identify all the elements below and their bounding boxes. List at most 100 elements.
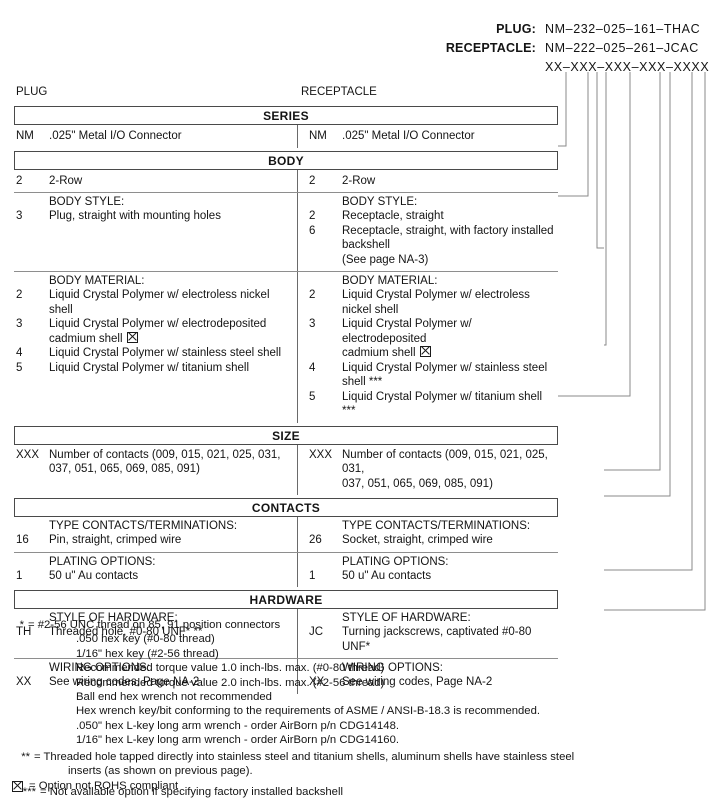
section-bar-contacts: CONTACTS	[14, 498, 558, 517]
block-hardware-style: STYLE OF HARDWARE: TH Threaded hole, #0-…	[14, 609, 558, 658]
option-desc: Plug, straight with mounting holes	[49, 210, 221, 222]
option-desc: Liquid Crystal Polymer w/ titanium shell…	[342, 390, 543, 418]
wiring-plug-cell: WIRING OPTIONS: XX See wiring codes, Pag…	[14, 659, 297, 694]
option-row: XXX Number of contacts (009, 015, 021, 0…	[16, 448, 293, 477]
option-code: 1	[16, 569, 23, 582]
option-row: 3 Plug, straight with mounting holes	[16, 209, 293, 224]
body-row-plug-cell: 2 2-Row	[14, 170, 297, 193]
block-body-row: 2 2-Row 2 2-Row	[14, 169, 558, 193]
option-desc: Liquid Crystal Polymer w/ stainless stee…	[49, 347, 282, 359]
rohs-noncompliant-icon	[12, 780, 23, 792]
option-row: 4 Liquid Crystal Polymer w/ stainless st…	[309, 361, 554, 390]
body-row-receptacle-cell: 2 2-Row	[297, 169, 558, 192]
footnote-subitem: .050" hex L-key long arm wrench - order …	[76, 719, 399, 732]
body-style-receptacle-cell: BODY STYLE: 2 Receptacle, straight 6 Rec…	[297, 193, 558, 271]
option-code: 16	[16, 534, 29, 546]
option-row: 3 Liquid Crystal Polymer w/ electrodepos…	[309, 317, 554, 361]
footnote-double-star: ** = Threaded hole tapped directly into …	[14, 750, 614, 779]
hardware-style-plug-cell: STYLE OF HARDWARE: TH Threaded hole, #0-…	[14, 609, 297, 658]
block-body-material: BODY MATERIAL: 2 Liquid Crystal Polymer …	[14, 271, 558, 423]
option-desc: Liquid Crystal Polymer w/ electrodeposit…	[342, 317, 554, 361]
subtitle: BODY STYLE:	[342, 196, 418, 208]
option-desc: 50 u" Au contacts	[49, 569, 139, 582]
plug-part-number-row: PLUG: NM–232–025–161–THAC	[0, 22, 712, 41]
option-code: 2	[309, 289, 316, 301]
option-desc: 2-Row	[49, 174, 83, 187]
option-code: 3	[16, 318, 23, 330]
option-code: 5	[309, 390, 316, 403]
rohs-legend: = Option not ROHS compliant	[12, 780, 178, 792]
footnote-subitem: Recommended torque value 2.0 inch-lbs. m…	[76, 676, 385, 689]
option-desc: 2-Row	[342, 174, 376, 187]
option-code: 5	[16, 361, 23, 374]
generic-part-number: XX–XXX–XXX–XXX–XXXX	[545, 60, 710, 74]
rohs-noncompliant-icon	[419, 346, 431, 357]
option-row: 2 Liquid Crystal Polymer w/ electroless …	[309, 288, 554, 317]
leader-body-material	[604, 72, 607, 346]
option-row: 2 2-Row	[309, 174, 554, 189]
footnote-subitem: 1/16" hex L-key long arm wrench - order …	[76, 734, 399, 747]
breakdown-chart: PLUG RECEPTACLE SERIES NM .025" Metal I/…	[14, 86, 558, 694]
block-wiring: WIRING OPTIONS: XX See wiring codes, Pag…	[14, 658, 558, 694]
subtitle: STYLE OF HARDWARE:	[342, 612, 471, 624]
plug-label: PLUG:	[496, 22, 536, 36]
option-code: NM	[16, 130, 34, 142]
footnote-single-star: * = #2-56 UNC thread on 85, 91 position …	[14, 618, 614, 632]
leader-plating	[604, 72, 671, 497]
body-material-plug-cell: BODY MATERIAL: 2 Liquid Crystal Polymer …	[14, 272, 297, 423]
option-code: NM	[309, 130, 327, 142]
series-plug-cell: NM .025" Metal I/O Connector	[14, 125, 297, 148]
footnote-text: = Not available option if specifying fac…	[40, 786, 343, 799]
option-code: XX	[309, 676, 325, 688]
leader-contact-type	[604, 72, 661, 471]
option-desc: .025" Metal I/O Connector	[49, 130, 182, 142]
option-code: XXX	[309, 448, 333, 461]
subtitle: STYLE OF HARDWARE:	[49, 612, 178, 624]
option-code: 3	[309, 318, 316, 330]
option-row: 2 Liquid Crystal Polymer w/ electroless …	[16, 288, 293, 317]
option-code: 4	[309, 361, 316, 374]
hardware-style-receptacle-cell: STYLE OF HARDWARE: JC Turning jackscrews…	[297, 609, 558, 658]
column-header-plug: PLUG	[16, 86, 48, 98]
option-desc: Liquid Crystal Polymer w/ stainless stee…	[342, 361, 548, 389]
subtitle: PLATING OPTIONS:	[342, 555, 449, 568]
receptacle-label: RECEPTACLE:	[445, 41, 536, 55]
option-desc-cont-text: cadmium shell	[342, 347, 416, 359]
option-row: 6 Receptacle, straight, with factory ins…	[309, 224, 554, 268]
option-row: 3 Liquid Crystal Polymer w/ electrodepos…	[16, 317, 293, 346]
leader-hardware-style	[604, 72, 693, 571]
option-code: 2	[16, 289, 23, 301]
option-code: JC	[309, 626, 324, 638]
block-series: NM .025" Metal I/O Connector NM .025" Me…	[14, 125, 558, 148]
footnote-subitem: 1/16" hex key (#2-56 thread)	[76, 647, 219, 660]
block-contact-type: TYPE CONTACTS/TERMINATIONS: 16 Pin, stra…	[14, 517, 558, 552]
option-desc-main: Number of contacts (009, 015, 021, 025, …	[342, 448, 548, 476]
option-desc: Number of contacts (009, 015, 021, 025, …	[342, 448, 554, 492]
option-desc-main: Liquid Crystal Polymer w/ electrodeposit…	[49, 318, 267, 330]
footnote-subitem: Hex wrench key/bit conforming to the req…	[76, 705, 541, 718]
receptacle-part-number: NM–222–025–261–JCAC	[545, 41, 699, 55]
option-desc: Liquid Crystal Polymer w/ electrodeposit…	[49, 317, 293, 346]
footnote-text-main: = Threaded hole tapped directly into sta…	[34, 750, 575, 763]
section-bar-size: SIZE	[14, 425, 558, 445]
footnote-triple-star: *** = Not available option if specifying…	[14, 785, 614, 799]
option-code: TH	[16, 626, 32, 638]
option-row: 16 Pin, straight, crimped wire	[16, 533, 293, 548]
leader-series	[558, 72, 567, 147]
receptacle-part-number-row: RECEPTACLE: NM–222–025–261–JCAC	[0, 41, 712, 60]
subtitle: BODY MATERIAL:	[49, 275, 145, 287]
option-row: 1 50 u" Au contacts	[309, 569, 554, 584]
option-row: TH Threaded hole, #0-80 UNF* **	[16, 625, 293, 640]
option-row: 2 Receptacle, straight	[309, 209, 554, 224]
option-desc: Pin, straight, crimped wire	[49, 534, 182, 546]
option-code: XXX	[16, 448, 40, 461]
wiring-receptacle-cell: WIRING OPTIONS: XX See wiring codes, Pag…	[297, 659, 558, 694]
section-bar-hardware: HARDWARE	[14, 590, 558, 609]
option-row: 2 2-Row	[16, 174, 293, 189]
option-code: 1	[309, 569, 316, 582]
subtitle: PLATING OPTIONS:	[49, 555, 156, 568]
subtitle: WIRING OPTIONS:	[49, 662, 150, 674]
leader-body-style	[596, 72, 604, 249]
leader-wiring	[604, 72, 706, 611]
